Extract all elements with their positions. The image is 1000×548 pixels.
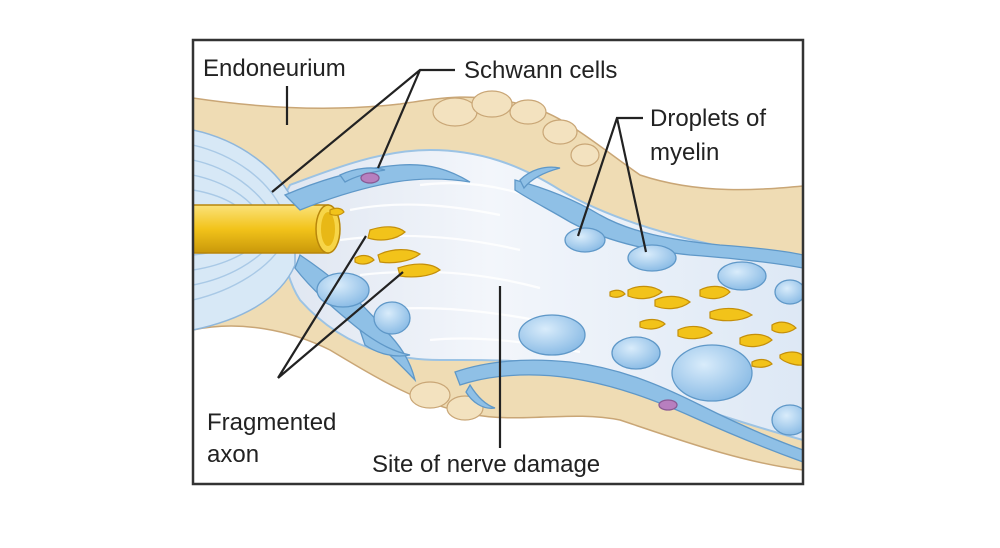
label-fragmented-line2: axon [207, 441, 259, 468]
axon-fragments [329, 207, 803, 368]
myelin-droplets [316, 227, 803, 436]
interior-wisps [339, 182, 581, 354]
label-endoneurium: Endoneurium [203, 55, 346, 82]
label-site-of-nerve-damage: Site of nerve damage [372, 451, 600, 478]
illustration-area [193, 40, 803, 484]
intact-axon [193, 204, 341, 254]
label-droplets-line1: Droplets of [650, 105, 766, 132]
label-fragmented-line1: Fragmented [207, 409, 336, 436]
figure-frame [191, 38, 805, 486]
tissue-bumps [409, 90, 600, 421]
label-schwann-cells: Schwann cells [464, 57, 617, 84]
label-droplets-line2: myelin [650, 139, 719, 166]
leader-lines [271, 68, 648, 448]
